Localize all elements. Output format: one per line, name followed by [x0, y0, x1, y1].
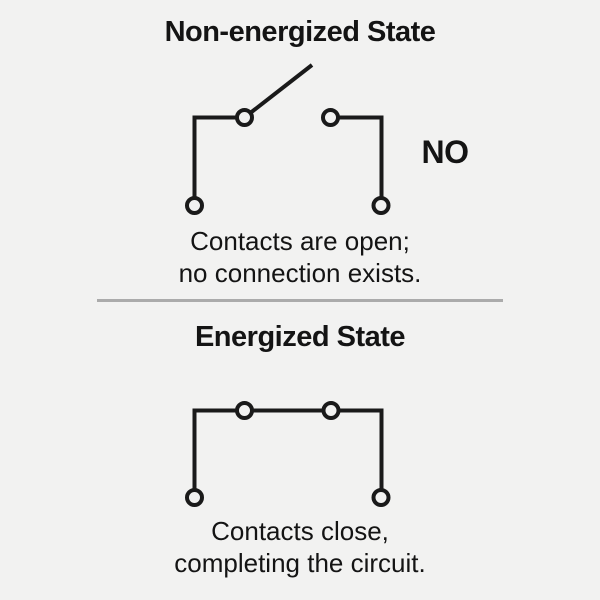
- right-terminal-circle: [371, 196, 391, 215]
- left-terminal-circle: [185, 488, 204, 507]
- energized-caption: Contacts close, completing the circuit.: [0, 515, 600, 579]
- switch-arm: [243, 63, 314, 120]
- caption-line: no connection exists.: [178, 258, 422, 288]
- pole-contact-circle: [235, 401, 254, 420]
- caption-line: Contacts are open;: [190, 226, 410, 256]
- caption-line: Contacts close,: [211, 516, 389, 546]
- left-wire: [192, 115, 245, 206]
- left-terminal-circle: [185, 196, 204, 215]
- no-contact-label: NO: [421, 134, 470, 170]
- right-terminal-circle: [371, 488, 391, 507]
- open-switch-diagram: [185, 63, 391, 215]
- section-divider: [97, 299, 503, 302]
- closed-switch-diagram: [185, 401, 391, 507]
- right-wire: [330, 115, 384, 206]
- pole-contact-circle: [235, 108, 254, 127]
- no-contact-circle: [321, 108, 340, 127]
- non-energized-title: Non-energized State: [164, 16, 436, 48]
- closed-circuit-wire: [192, 408, 384, 498]
- energized-title: Energized State: [194, 321, 406, 353]
- caption-line: completing the circuit.: [174, 548, 426, 578]
- non-energized-caption: Contacts are open; no connection exists.: [0, 225, 600, 289]
- no-contact-circle: [321, 401, 341, 420]
